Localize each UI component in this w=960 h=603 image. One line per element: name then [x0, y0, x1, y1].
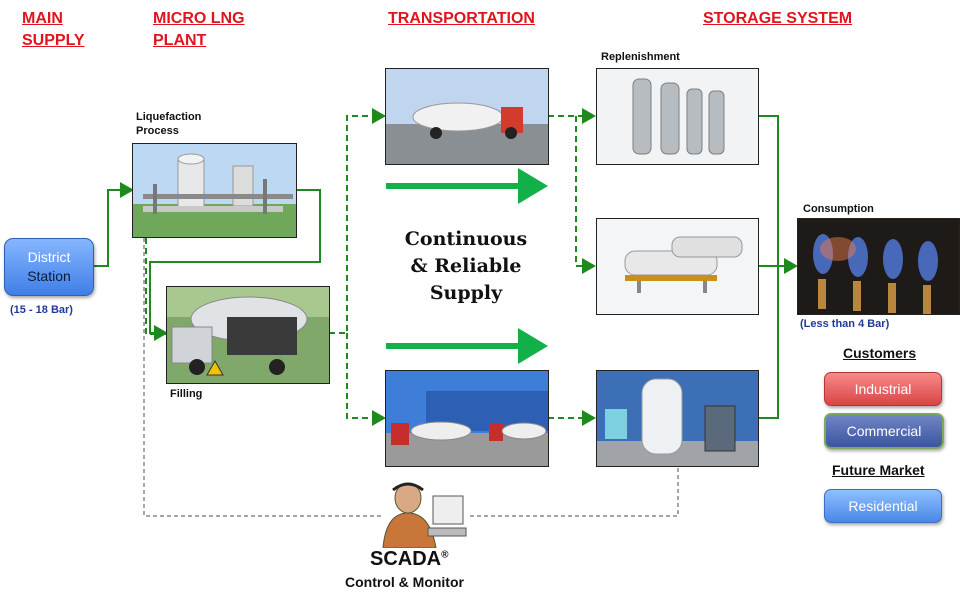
scada-name: SCADA — [370, 548, 442, 570]
filling-label: Filling — [170, 388, 203, 400]
industrial-button: Industrial — [824, 372, 942, 406]
operator-icon — [382, 482, 467, 548]
continuous-supply-text: Continuous & Reliable Supply — [386, 226, 546, 307]
center-line2: & Reliable — [410, 255, 522, 277]
customers-title: Customers — [843, 345, 917, 361]
center-line3: Supply — [429, 282, 503, 304]
header-lng-line1: MICRO LNG — [153, 10, 245, 27]
flow-storage-consumption — [758, 115, 796, 419]
flow-filling-transport-2 — [346, 333, 386, 426]
control-monitor-label: Control & Monitor — [345, 574, 464, 590]
liquefaction-label: Liquefaction Process — [136, 110, 201, 138]
consumption-pressure: (Less than 4 Bar) — [800, 318, 890, 330]
filling-truck-image — [166, 286, 330, 384]
flow-filling-transport — [329, 108, 386, 334]
header-storage: STORAGE SYSTEM — [703, 10, 853, 27]
header-main-line1: MAIN — [22, 10, 63, 27]
cylinders-image — [596, 68, 759, 165]
tanker-truck-image-top — [385, 68, 549, 165]
liquefaction-line2: Process — [136, 125, 179, 137]
liquefaction-plant-image — [132, 143, 297, 238]
consumption-label: Consumption — [803, 203, 874, 215]
scada-mark: ® — [441, 549, 449, 561]
header-lng-line2: PLANT — [153, 32, 207, 49]
header-micro-lng: MICRO LNG PLANT — [153, 8, 245, 52]
control-loop — [143, 238, 679, 517]
district-line1: District — [27, 249, 71, 265]
replenishment-label: Replenishment — [601, 51, 680, 63]
vertical-tank-image — [596, 370, 759, 467]
flow-district-liquefaction — [92, 182, 134, 267]
district-pressure: (15 - 18 Bar) — [10, 304, 73, 316]
district-station-box: District Station — [4, 238, 94, 296]
header-main-line2: SUPPLY — [22, 32, 85, 49]
header-main-supply: MAIN SUPPLY — [22, 8, 85, 52]
center-line1: Continuous — [404, 228, 528, 250]
commercial-button: Commercial — [824, 413, 944, 449]
district-line2: Station — [27, 268, 71, 284]
flow-truck-tank — [575, 116, 596, 274]
flow-liquefaction-filling-dashed — [145, 238, 166, 335]
scada-title: SCADA® — [370, 548, 449, 571]
residential-button: Residential — [824, 489, 942, 523]
header-transportation: TRANSPORTATION — [388, 10, 535, 27]
liquefaction-line1: Liquefaction — [136, 111, 202, 123]
horizontal-tank-image — [596, 218, 759, 315]
future-market-title: Future Market — [832, 462, 925, 478]
tanker-truck-image-bottom — [385, 370, 549, 467]
burners-image — [797, 218, 960, 315]
